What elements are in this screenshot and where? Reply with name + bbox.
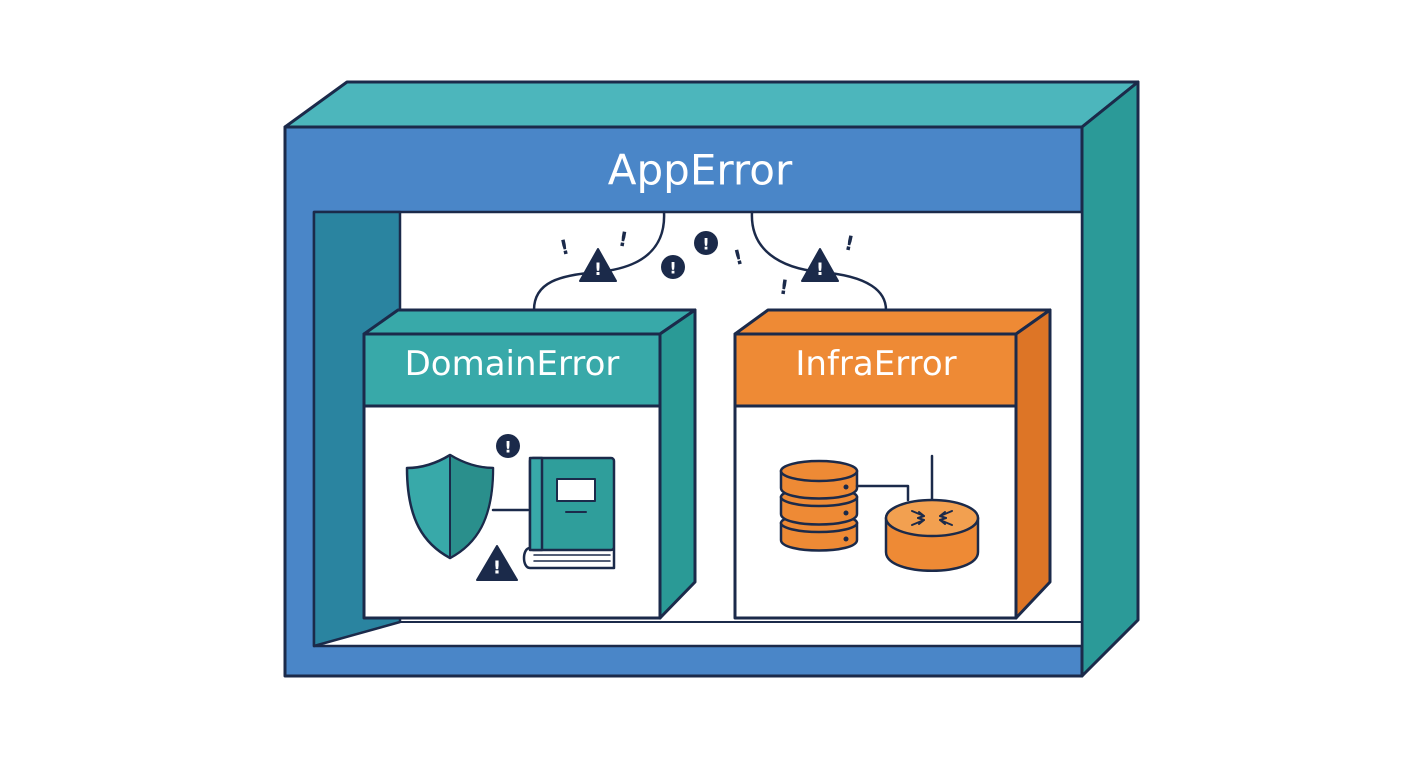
svg-text:!: ! xyxy=(493,558,501,579)
alert-circle-icon: ! xyxy=(661,255,685,279)
domain-error-box: DomainError ! ! xyxy=(362,308,697,620)
svg-text:!: ! xyxy=(617,226,630,251)
app-error-label: AppError xyxy=(608,146,793,195)
infra-error-header xyxy=(733,332,1018,408)
warning-icon: ! xyxy=(801,248,839,282)
alert-circle-icon: ! xyxy=(694,231,718,255)
warning-icon: ! xyxy=(579,248,617,282)
infra-error-side-face xyxy=(1014,308,1052,620)
svg-text:!: ! xyxy=(504,438,511,457)
domain-error-header xyxy=(362,332,662,408)
svg-text:!: ! xyxy=(702,235,709,254)
svg-text:!: ! xyxy=(778,275,790,300)
svg-text:!: ! xyxy=(816,260,824,280)
warning-icon: ! xyxy=(476,545,518,581)
svg-text:!: ! xyxy=(669,259,676,278)
shield-icon xyxy=(405,453,495,560)
domain-error-label: DomainError xyxy=(405,344,620,384)
database-icon xyxy=(779,459,859,552)
app-error-side-face xyxy=(1080,80,1140,678)
svg-text:!: ! xyxy=(594,260,602,280)
infra-error-box: InfraError xyxy=(733,308,1052,620)
book-icon xyxy=(522,456,616,570)
router-icon xyxy=(884,454,980,572)
app-error-top-face xyxy=(283,80,1140,129)
infra-error-top-face xyxy=(733,308,1052,336)
infra-error-label: InfraError xyxy=(795,344,956,384)
domain-error-top-face xyxy=(362,308,697,336)
alert-circle-icon: ! xyxy=(496,434,520,458)
domain-error-side-face xyxy=(658,308,697,620)
